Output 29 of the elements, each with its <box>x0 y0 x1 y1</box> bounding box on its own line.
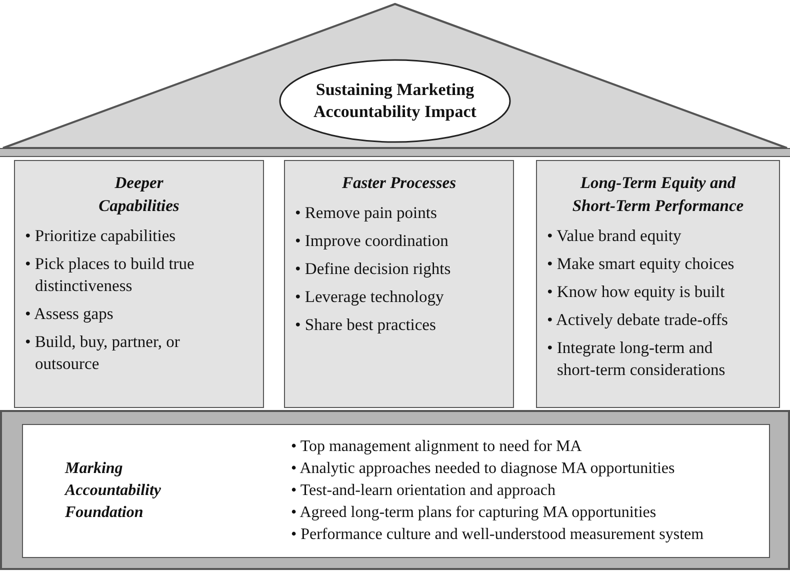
bullet-item: • Test-and-learn orientation and approach <box>291 481 557 501</box>
roof-title: Sustaining Marketing Accountability Impact <box>312 79 478 123</box>
pillar-panel <box>14 160 264 408</box>
bullet-item: • Agreed long-term plans for capturing MA opportunities <box>291 503 658 523</box>
bullet-item: • Assess gaps <box>25 303 114 325</box>
bullet-item: • Value brand equity <box>547 225 682 247</box>
bullet-item: • Remove pain points <box>295 202 438 224</box>
bullet-item: • Define decision rights <box>295 258 452 280</box>
bullet-item: • Leverage technology <box>295 286 445 308</box>
pillar-heading: Faster Processes <box>340 172 458 194</box>
pillar-panel <box>536 160 780 408</box>
foundation-panel <box>22 424 770 558</box>
pillar-heading: Deeper Capabilities <box>98 172 180 217</box>
pillar-panel <box>284 160 514 408</box>
foundation-heading: Marking Accountability Foundation <box>65 459 162 523</box>
bullet-item: • Top management alignment to need for MA <box>291 437 583 457</box>
foundation-band <box>0 410 790 570</box>
bullet-item: • Prioritize capabilities <box>25 225 177 247</box>
bullet-item: • Share best practices <box>295 314 437 336</box>
bullet-item: • Integrate long-term and short-term considerations <box>547 337 726 381</box>
bullet-item: • Build, buy, partner, or outsource <box>25 331 181 375</box>
pillar-heading: Long-Term Equity and Short-Term Performance <box>571 172 745 217</box>
bullet-item: • Pick places to build true distinctiveness <box>25 253 196 297</box>
bullet-item: • Make smart equity choices <box>547 253 736 275</box>
bullet-item: • Analytic approaches needed to diagnose MA opportunities <box>291 459 676 479</box>
bullet-item: • Performance culture and well-understood measurement system <box>291 525 704 545</box>
bullet-item: • Know how equity is built <box>547 281 726 303</box>
bullet-item: • Improve coordination <box>295 230 450 252</box>
bullet-item: • Actively debate trade-offs <box>547 309 729 331</box>
